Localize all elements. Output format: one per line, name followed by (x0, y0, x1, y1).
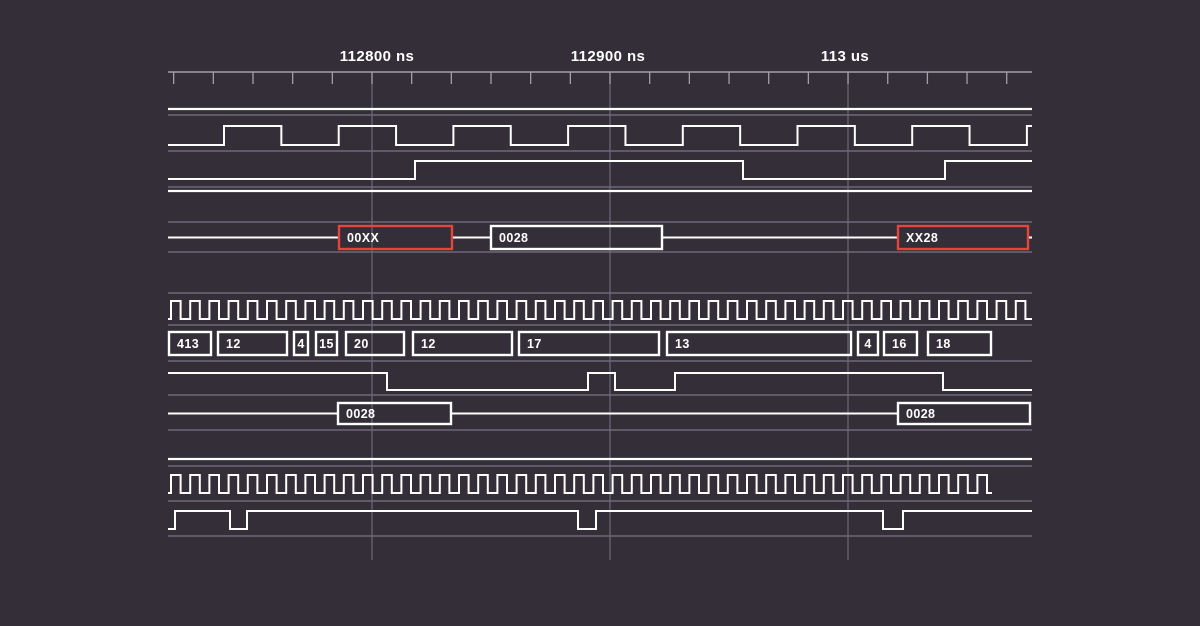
clock-trace (168, 125, 1032, 146)
lane-signal-strobe (168, 510, 1032, 530)
bus-value-box-highlighted (337, 224, 454, 251)
bus-value-label: 12 (226, 337, 241, 351)
bus-value-box (489, 224, 664, 251)
bus-value-label: 12 (421, 337, 436, 351)
bus-value-box (926, 330, 993, 357)
time-label: 113 us (821, 48, 869, 65)
bus-value-box (336, 401, 453, 426)
bus-value-box (517, 330, 661, 357)
lane-bus-counter: 413 12 4 15 20 12 17 13 4 16 18 (167, 330, 993, 357)
time-label: 112800 ns (340, 48, 415, 65)
bus-value-box (314, 330, 339, 357)
bus-value-label: 17 (527, 337, 542, 351)
clock-trace (168, 300, 1032, 320)
bus-value-label: 4 (297, 337, 304, 351)
bus-value-box (216, 330, 289, 357)
lane-bus-addr: 0028 0028 (168, 401, 1032, 426)
bus-value-label: 00XX (347, 231, 379, 245)
bus-value-label: 15 (319, 337, 334, 351)
lane-bus-data: 00XX 0028 XX28 (168, 224, 1032, 251)
bus-value-label: 0028 (499, 231, 528, 245)
bus-value-box (411, 330, 514, 357)
bus-value-box (665, 330, 853, 357)
lane-signal-gate (168, 160, 1032, 180)
bus-value-box (882, 330, 919, 357)
time-axis: 112800 ns 112900 ns 113 us (168, 48, 1032, 84)
lane-clock-fast-top (168, 300, 1032, 320)
signal-trace (168, 510, 1032, 530)
lane-clock-fast-bottom (168, 474, 992, 494)
bus-value-label: 0028 (346, 407, 375, 421)
lane-signal-valid (168, 372, 1032, 391)
bus-value-label: 0028 (906, 407, 935, 421)
bus-value-box (167, 330, 213, 357)
bus-value-label: 4 (864, 337, 871, 351)
clock-trace (168, 474, 992, 494)
lane-clock-slow (168, 125, 1032, 146)
bus-value-box (896, 401, 1032, 426)
signal-trace (168, 160, 1032, 180)
bus-value-label: 16 (892, 337, 907, 351)
bus-value-box (856, 330, 880, 357)
bus-value-label: 20 (354, 337, 369, 351)
bus-value-box-highlighted (896, 224, 1030, 251)
signal-trace (168, 372, 1032, 391)
bus-value-label: 13 (675, 337, 690, 351)
time-label: 112900 ns (571, 48, 646, 65)
bus-value-label: XX28 (906, 231, 938, 245)
bus-value-box (344, 330, 406, 357)
bus-value-label: 413 (177, 337, 199, 351)
bus-value-label: 18 (936, 337, 951, 351)
bus-value-box (292, 330, 310, 357)
lane-separators (168, 114, 1032, 537)
